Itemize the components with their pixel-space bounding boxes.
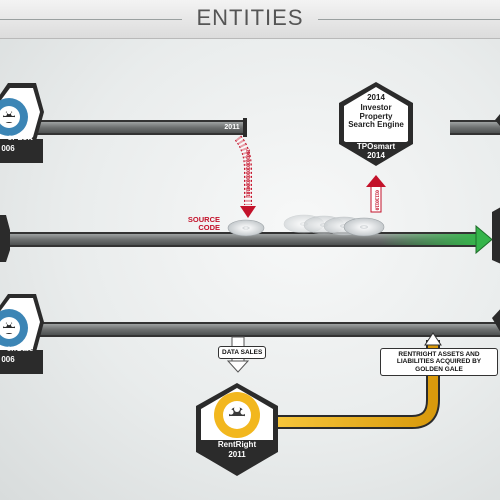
acquisition-connector xyxy=(278,332,442,429)
people-icon xyxy=(2,320,16,333)
entity-year-rentright: 2011 xyxy=(228,450,246,459)
entity-year-tposmart: 2014 xyxy=(367,151,385,160)
acquisition-label: RENTRIGHT ASSETS AND LIABILITIES ACQUIRE… xyxy=(380,348,498,377)
hexagon-edge-right-1 xyxy=(495,114,500,126)
gear-icon xyxy=(214,392,260,438)
people-icon xyxy=(227,406,247,423)
source-code-arrow xyxy=(234,135,256,218)
timeline-bar-investor-loft xyxy=(0,118,247,137)
header-bar: ENTITIES xyxy=(0,0,500,39)
binary-stream-up: 01110110 xyxy=(373,189,380,210)
binary-stream-down: 1001010101010100101 xyxy=(244,149,251,197)
entity-name-tposmart: TPOsmart xyxy=(356,142,396,151)
timeline-year-label: 2011 xyxy=(224,124,240,131)
entity-description-tposmart: Investor Property Search Engine xyxy=(348,103,404,130)
hexagon-edge-left-2 xyxy=(0,215,10,262)
binary-up-arrow xyxy=(366,175,386,213)
entity-name-rentright: RentRight xyxy=(217,440,257,449)
entity-name-golden-gale: enGale xyxy=(6,344,34,353)
page-title: ENTITIES xyxy=(196,5,304,30)
header-rule-left xyxy=(0,19,182,20)
entity-name-investor-loft: or Loft xyxy=(7,133,33,142)
cd-disc xyxy=(227,219,265,237)
timeline-bar-golden-gale xyxy=(0,322,500,337)
hexagon-tposmart xyxy=(339,82,413,166)
entity-year-investor-loft: 006 xyxy=(1,144,15,153)
entity-year-golden-gale: 006 xyxy=(1,355,15,364)
data-sales-label: DATA SALES xyxy=(218,346,267,360)
people-icon xyxy=(2,109,16,122)
hexagon-edge-right-3 xyxy=(492,309,500,332)
source-code-label: SOURCE CODE xyxy=(187,215,220,233)
timeline-bar-investor-loft-right xyxy=(450,120,500,135)
cd-disc-stack xyxy=(283,214,385,237)
entity-year-top-tposmart: 2014 xyxy=(367,93,385,102)
header-rule-right xyxy=(318,19,500,20)
hexagon-edge-right-2 xyxy=(492,207,500,264)
